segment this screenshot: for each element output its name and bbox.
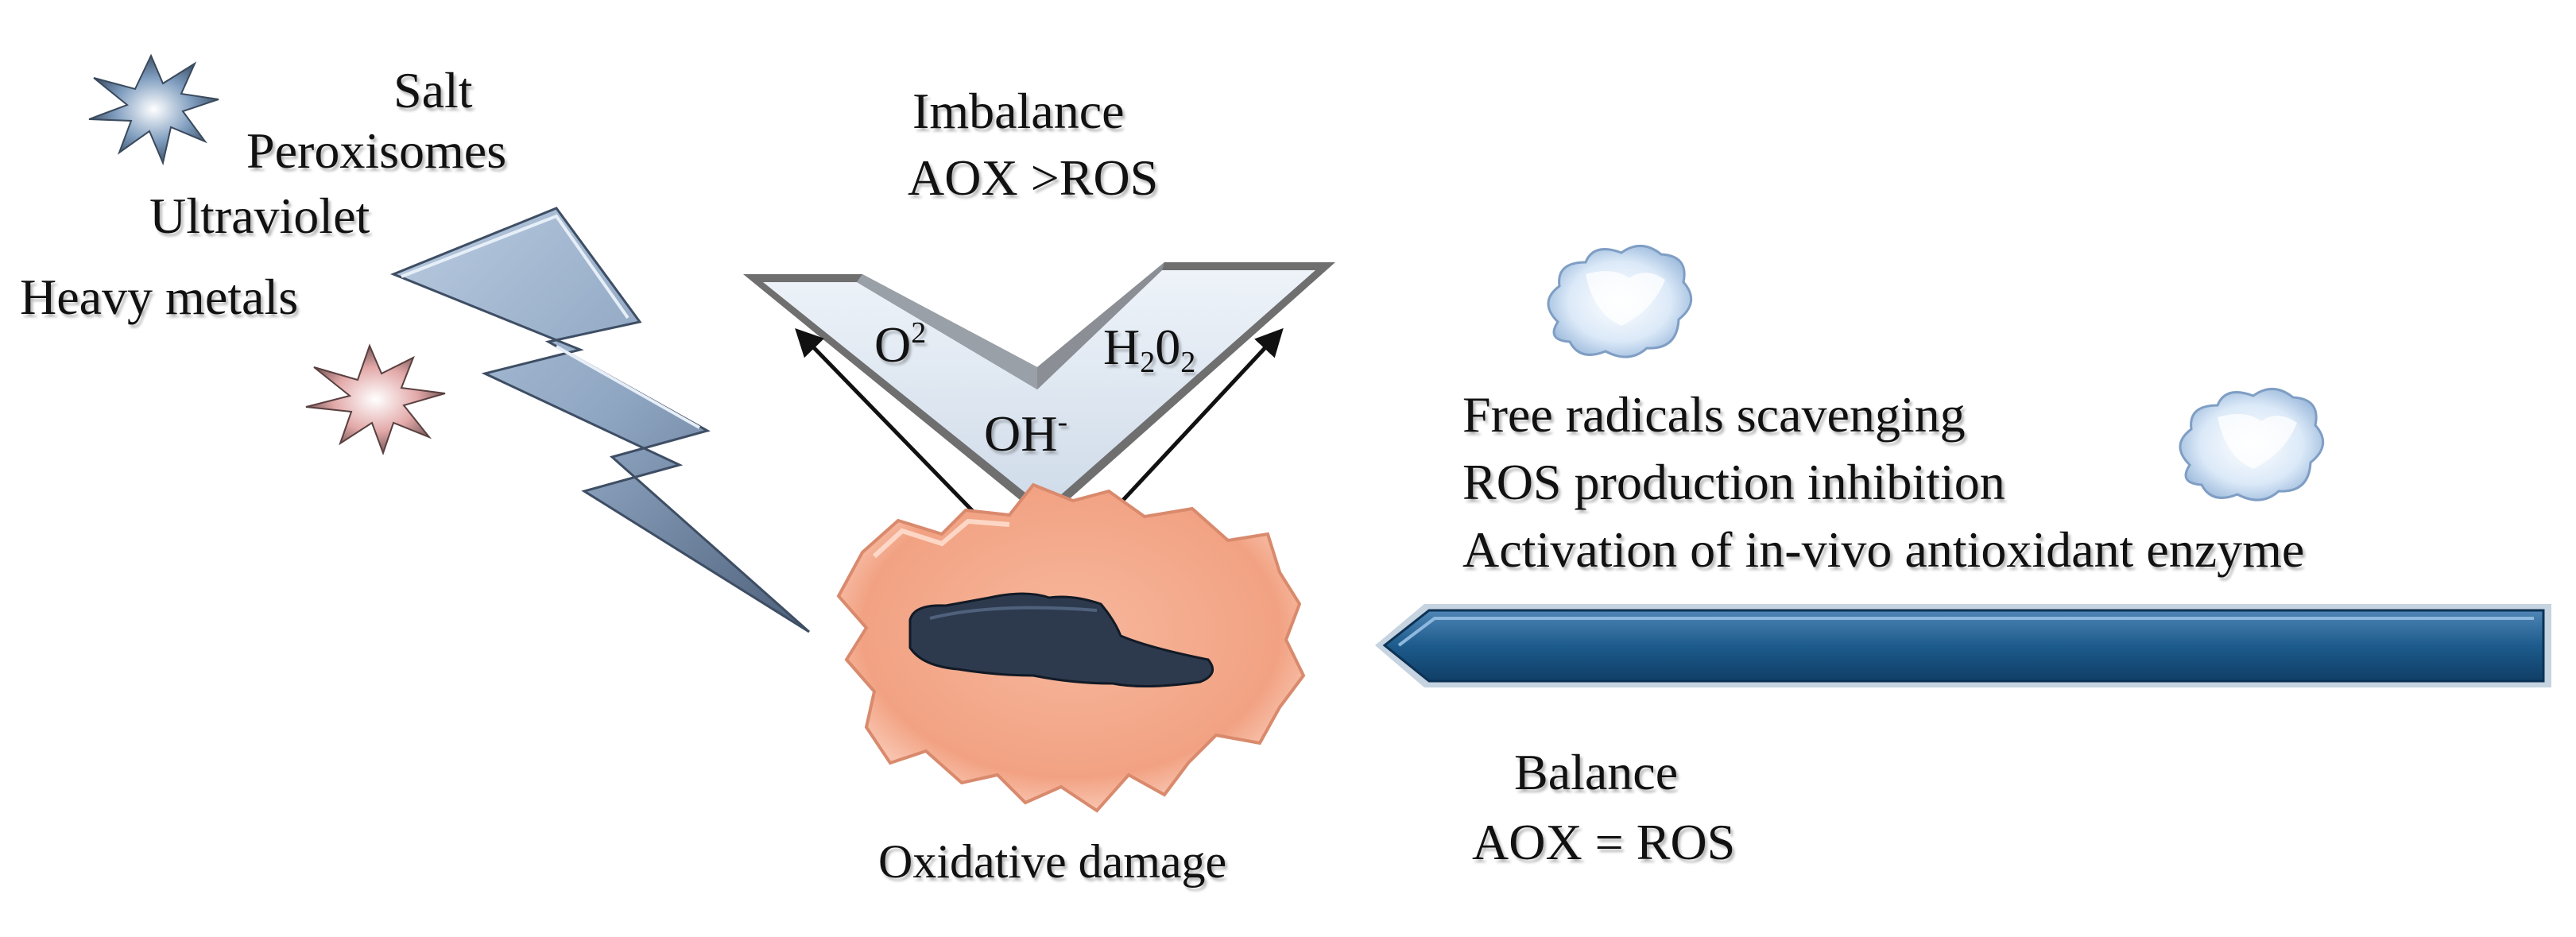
stressor-salt-label: Salt: [393, 62, 473, 118]
ros-hydrogen-peroxide-label: H202: [1103, 319, 1196, 379]
imbalance-title: Imbalance: [912, 83, 1125, 139]
action-free-radicals-scavenging: Free radicals scavenging: [1462, 386, 1966, 443]
ros-hydroxyl-label: OH-: [984, 405, 1068, 462]
cloud-icon-upper: [1547, 245, 1692, 358]
arrow-icon-right: [1091, 327, 1284, 534]
nucleus-shape: [908, 592, 1214, 688]
arrow-bar-icon: [1375, 604, 2551, 687]
action-ros-production-inhibition: ROS production inhibition: [1462, 454, 2005, 510]
stressor-heavy-metals-label: Heavy metals: [20, 269, 299, 325]
imbalance-ratio: AOX >ROS: [908, 149, 1159, 206]
star-burst-icon-blue: [88, 53, 219, 166]
stressor-peroxisomes-label: Peroxisomes: [246, 122, 507, 179]
cloud-icon-lower: [2179, 388, 2324, 501]
oxidative-damage-caption: Oxidative damage: [878, 835, 1227, 888]
arrow-icon-left: [795, 327, 995, 534]
lightning-bolt-icon: [390, 207, 810, 633]
stressor-ultraviolet-label: Ultraviolet: [149, 188, 370, 244]
balance-ratio: AOX = ROS: [1472, 814, 1736, 870]
star-burst-icon-pink: [305, 343, 446, 455]
ros-superoxide-label: O2: [874, 316, 927, 373]
ros-v-shape: [743, 262, 1335, 521]
balance-title: Balance: [1514, 744, 1679, 800]
action-antioxidant-enzyme-activation: Activation of in-vivo antioxidant enzyme: [1462, 521, 2305, 578]
